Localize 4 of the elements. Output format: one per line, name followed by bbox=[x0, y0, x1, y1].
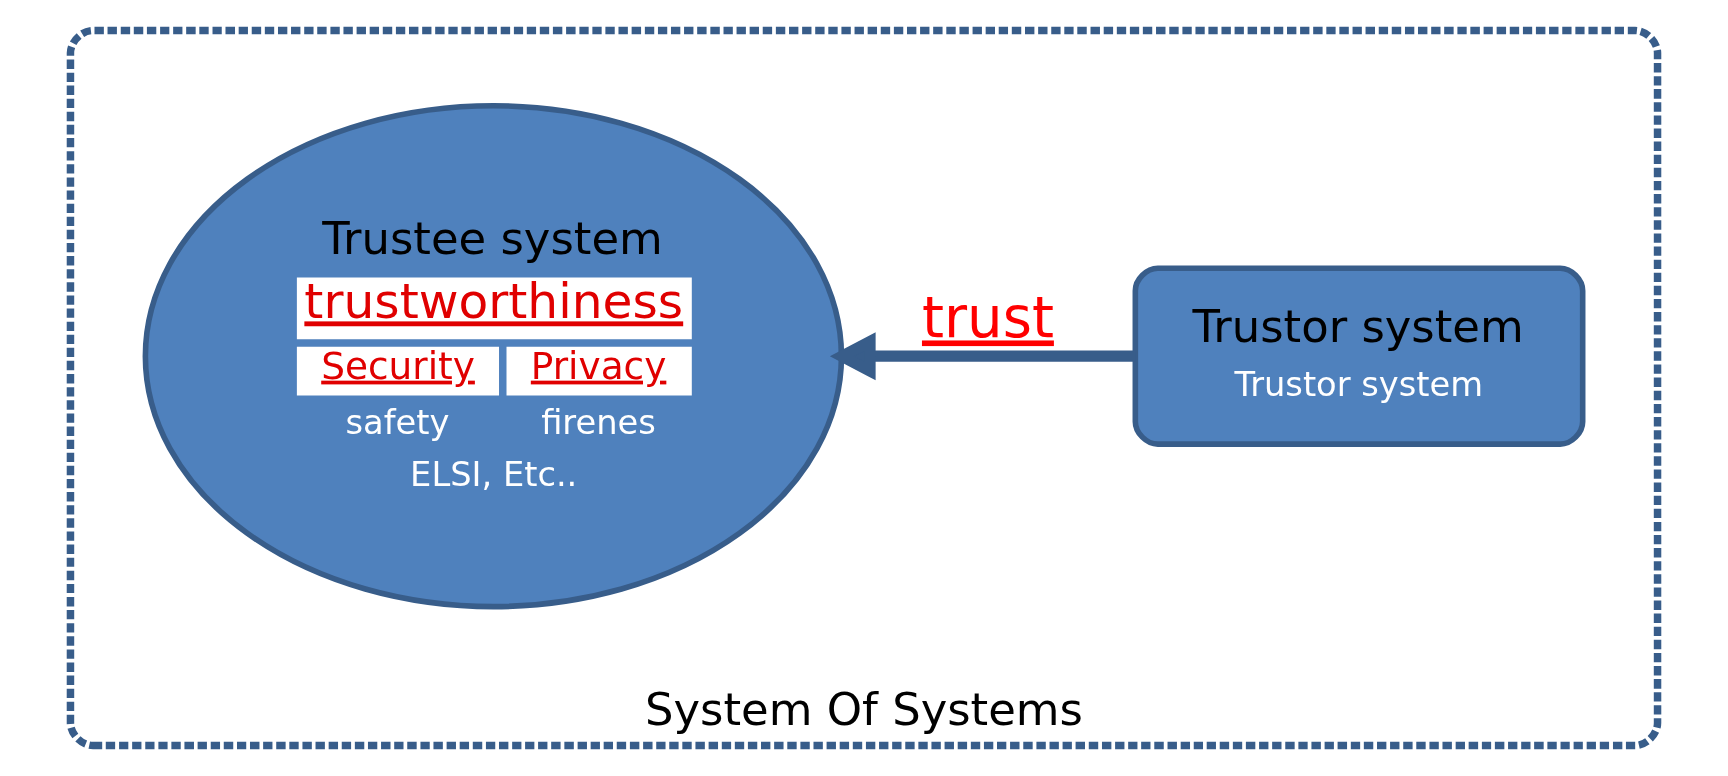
node-box: Trustor system Trustor system bbox=[1132, 265, 1586, 447]
node-ellipse: Trustee system trustworthiness Security Privacy safety firenes ELSI, Etc.. bbox=[142, 102, 845, 610]
edge-label: trust bbox=[921, 285, 1054, 351]
arrow bbox=[829, 332, 1136, 381]
